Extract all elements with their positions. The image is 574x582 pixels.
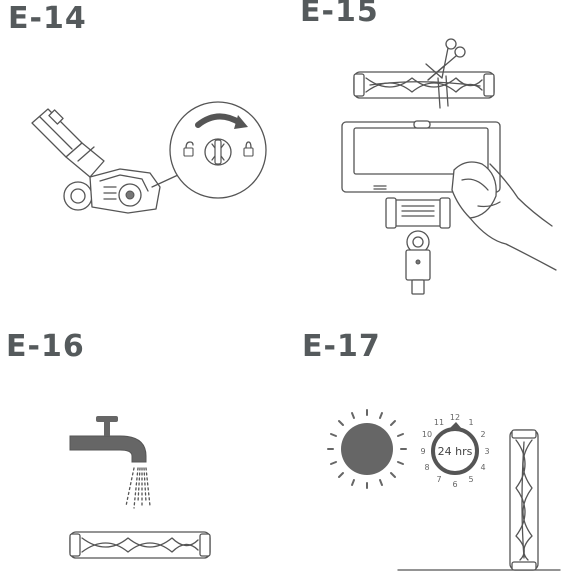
clock-hour-9: 9	[420, 447, 425, 456]
clock-hour-12: 12	[450, 413, 460, 422]
brush-roll-top	[353, 71, 495, 99]
clock-hour-5: 5	[468, 475, 473, 484]
brush-head-lock-illustration	[31, 101, 267, 214]
dry-brush-illustration: 24 hrs 12 1 2 3 4 5 6 7 8 9 10 11	[327, 409, 561, 571]
step-label-e14: E-14	[8, 1, 87, 36]
clock-hour-10: 10	[422, 430, 432, 439]
clock-24hrs-icon: 24 hrs 12 1 2 3 4 5 6 7 8 9 10 11	[420, 413, 489, 489]
step-label-e15: E-15	[300, 0, 379, 29]
clock-hour-11: 11	[434, 418, 444, 427]
brush-roll-bottom	[69, 531, 211, 559]
unlock-icon	[183, 141, 194, 157]
lock-icon	[243, 141, 254, 157]
callout-line	[151, 174, 179, 188]
clock-hour-4: 4	[480, 463, 485, 472]
clock-center-label: 24 hrs	[438, 445, 473, 458]
rinse-brush-illustration	[69, 416, 211, 559]
clock-hour-2: 2	[480, 430, 485, 439]
water-tap-icon	[69, 416, 147, 463]
clock-hour-7: 7	[436, 475, 441, 484]
brush-cleaning-illustration	[341, 38, 557, 295]
step-label-e17: E-17	[302, 329, 381, 364]
knob-zoom-callout	[169, 101, 267, 199]
brush-head-body	[63, 168, 161, 214]
sun-icon	[327, 409, 407, 489]
clock-hour-6: 6	[452, 480, 457, 489]
brush-roll-upright	[509, 429, 539, 571]
cloth-wipe-hand	[451, 161, 557, 271]
clock-hour-3: 3	[484, 447, 489, 456]
clock-hour-1: 1	[468, 418, 473, 427]
step-label-e16: E-16	[6, 329, 85, 364]
water-drops	[125, 467, 151, 509]
clock-hour-8: 8	[424, 463, 429, 472]
scissors-icon	[425, 38, 466, 109]
wand-tube	[31, 108, 105, 178]
